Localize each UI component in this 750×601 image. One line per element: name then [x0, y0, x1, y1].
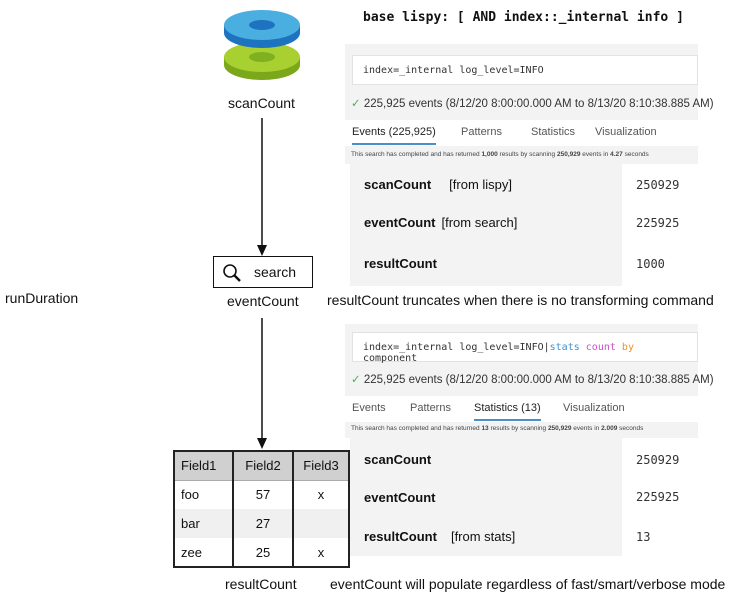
- tab-statistics[interactable]: Statistics: [531, 126, 576, 138]
- search-query-input[interactable]: index=_internal log_level=INFO: [352, 55, 698, 85]
- tab-patterns[interactable]: Patterns: [461, 126, 502, 138]
- cell: x: [292, 480, 350, 509]
- cell: foo: [173, 480, 234, 509]
- note-bottom: eventCount will populate regardless of f…: [330, 576, 726, 592]
- result-table: Field1 Field2 Field3 foo 57 x bar 27 zee…: [173, 450, 350, 568]
- cell: zee: [173, 538, 234, 567]
- table-row: foo 57 x: [173, 480, 350, 509]
- header-field1: Field1: [173, 451, 234, 481]
- events-text: 225,925 events (8/12/20 8:00:00.000 AM t…: [363, 374, 714, 386]
- search-panel-bottom: index=_internal log_level=INFO|stats cou…: [345, 324, 714, 438]
- table-row: bar 27: [173, 509, 350, 538]
- metric-result: resultCount: [364, 256, 437, 271]
- tab-events[interactable]: Events: [352, 402, 386, 414]
- value-event: 225925: [636, 490, 680, 504]
- cell: 27: [232, 509, 294, 538]
- search-query-input-stats[interactable]: index=_internal log_level=INFO|stats cou…: [352, 332, 698, 364]
- tab-visualization[interactable]: Visualization: [563, 402, 625, 414]
- metric-event: eventCount[from search]: [364, 215, 518, 230]
- event-count-label: eventCount: [227, 293, 299, 309]
- tab-bar: Events Patterns Statistics (13) Visualiz…: [345, 396, 698, 422]
- search-label: search: [254, 264, 297, 280]
- search-panel-top: index=_internal log_level=INFO ✓ 225,925…: [345, 44, 714, 164]
- tab-patterns[interactable]: Patterns: [410, 402, 451, 414]
- magnifier-icon: [223, 264, 241, 282]
- lispy-text: base lispy: [ AND index::_internal info …: [363, 10, 684, 25]
- search-button[interactable]: search: [213, 256, 313, 288]
- tab-bar: Events (225,925) Patterns Statistics Vis…: [345, 120, 698, 146]
- cell: 25: [232, 538, 294, 567]
- tab-statistics[interactable]: Statistics (13): [474, 402, 541, 421]
- run-duration-label: runDuration: [5, 290, 79, 306]
- metric-result: resultCount[from stats]: [364, 529, 516, 544]
- table-row: zee 25 x: [173, 538, 350, 567]
- metric-scan: scanCount[from lispy]: [364, 177, 513, 192]
- value-event: 225925: [636, 216, 680, 230]
- value-result: 1000: [636, 257, 665, 271]
- events-summary: ✓ 225,925 events (8/12/20 8:00:00.000 AM…: [351, 96, 714, 110]
- brace-icon: [100, 0, 170, 601]
- header-field2: Field2: [232, 451, 294, 481]
- events-summary: ✓ 225,925 events (8/12/20 8:00:00.000 AM…: [351, 372, 714, 386]
- search-status: This search has completed and has return…: [351, 425, 644, 432]
- header-field3: Field3: [292, 451, 350, 481]
- flow-arrows: [257, 118, 267, 449]
- search-status: This search has completed and has return…: [351, 151, 649, 158]
- result-count-label: resultCount: [225, 576, 297, 592]
- value-scan: 250929: [636, 453, 680, 467]
- tab-events[interactable]: Events (225,925): [352, 126, 436, 145]
- cell: [292, 509, 350, 538]
- cell: bar: [173, 509, 234, 538]
- value-scan: 250929: [636, 178, 680, 192]
- metric-event: eventCount: [364, 490, 436, 505]
- database-icon: [224, 10, 300, 80]
- value-result: 13: [636, 530, 651, 544]
- metric-scan: scanCount: [364, 452, 432, 467]
- metrics-box-bottom: scanCount eventCount resultCount[from st…: [350, 438, 622, 556]
- check-icon: ✓: [351, 98, 361, 110]
- events-text: 225,925 events (8/12/20 8:00:00.000 AM t…: [363, 98, 714, 110]
- scan-count-label: scanCount: [228, 95, 295, 111]
- cell: x: [292, 538, 350, 567]
- note-top: resultCount truncates when there is no t…: [327, 292, 714, 308]
- table-header: Field1 Field2 Field3: [173, 451, 350, 481]
- cell: 57: [232, 480, 294, 509]
- metrics-box-top: scanCount[from lispy] eventCount[from se…: [350, 164, 622, 286]
- check-icon: ✓: [351, 374, 361, 386]
- tab-visualization[interactable]: Visualization: [595, 126, 657, 138]
